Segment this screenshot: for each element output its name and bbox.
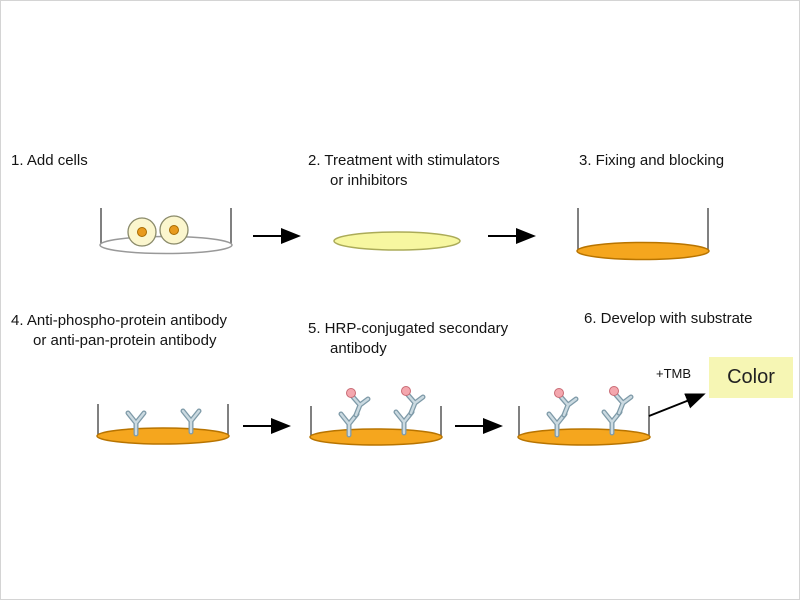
step4-label: 4. Anti-phospho-protein antibody or anti… <box>11 311 227 351</box>
antibody-hrp-stack-icon <box>604 387 631 434</box>
arrow-right-icon <box>243 418 291 434</box>
color-label: Color <box>727 366 775 388</box>
step5-label: 5. HRP-conjugated secondary antibody <box>308 319 508 359</box>
step3-label: 3. Fixing and blocking <box>579 151 724 171</box>
color-result-box: Color <box>709 357 793 398</box>
step3-text: 3. Fixing and blocking <box>579 152 725 169</box>
step2-label: 2. Treatment with stimulators or inhibit… <box>308 151 500 191</box>
step4-line2: or anti-pan-protein antibody <box>33 332 217 349</box>
well-step1-cells <box>99 208 233 255</box>
well-step5-secondary-antibody <box>309 379 443 446</box>
arrow-right-icon <box>253 228 301 244</box>
step5-line1: 5. HRP-conjugated secondary <box>308 320 509 337</box>
arrow-right-icon <box>488 228 536 244</box>
arrow-right-icon <box>455 418 503 434</box>
antibody-hrp-stack-icon <box>396 387 423 434</box>
well-step3-fixed <box>576 208 710 261</box>
well-step4-primary-antibody <box>96 404 230 445</box>
tmb-label: +TMB <box>656 366 692 381</box>
antibody-hrp-stack-icon <box>341 389 368 436</box>
step1-label: 1. Add cells <box>11 151 88 171</box>
step6-label: 6. Develop with substrate <box>584 309 752 329</box>
step2-line2: or inhibitors <box>330 172 408 189</box>
step1-text: 1. Add cells <box>11 152 88 169</box>
step6-text: 6. Develop with substrate <box>584 310 753 327</box>
step2-line1: 2. Treatment with stimulators <box>308 152 500 169</box>
step5-line2: antibody <box>330 340 387 357</box>
antibody-hrp-stack-icon <box>549 389 576 436</box>
arrow-tmb-icon <box>648 393 706 417</box>
step4-line1: 4. Anti-phospho-protein antibody <box>11 312 227 329</box>
well-step2-treatment <box>333 231 461 251</box>
well-step6-develop <box>517 379 651 446</box>
